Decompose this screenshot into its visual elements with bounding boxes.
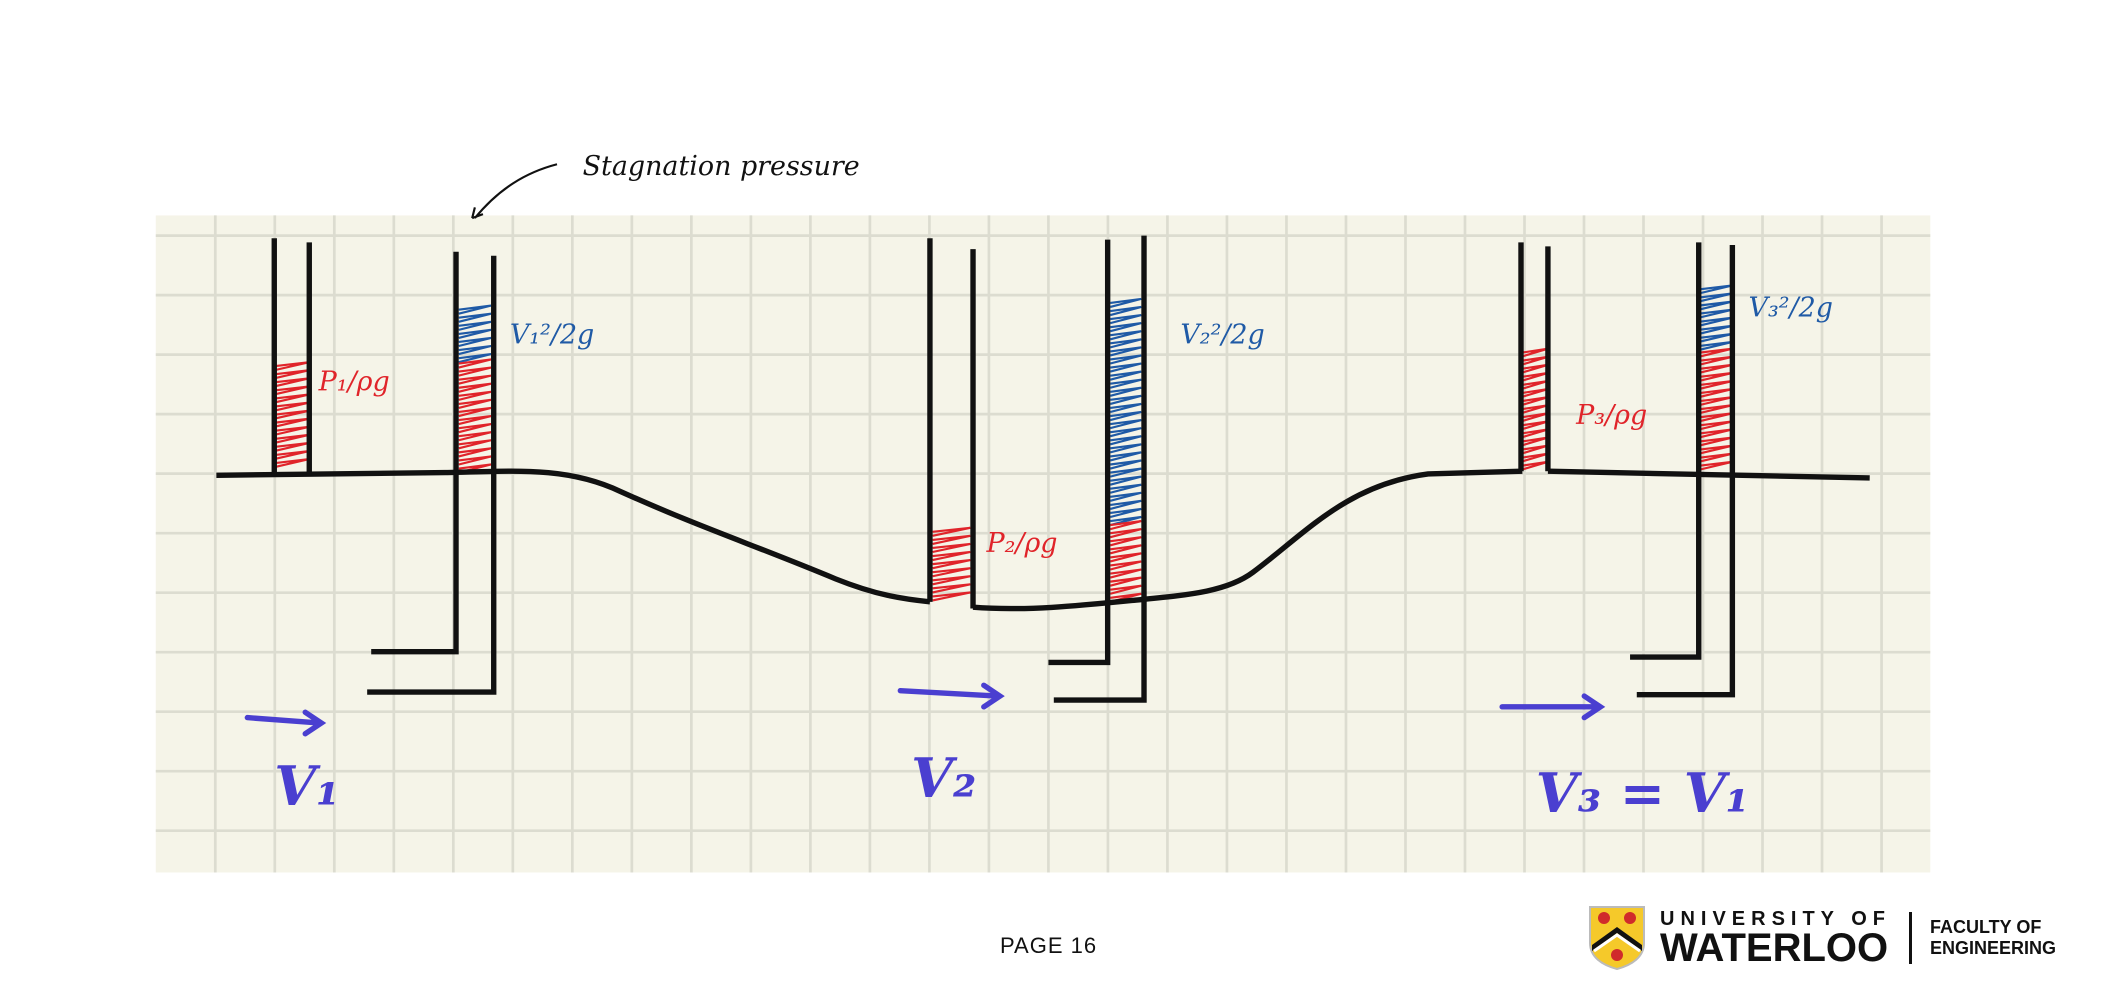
grid-paper — [155, 215, 1931, 873]
university-logo: UNIVERSITY OF WATERLOO FACULTY OF ENGINE… — [1588, 905, 2056, 971]
faculty-line1: FACULTY OF — [1930, 917, 2042, 937]
faculty-line2: ENGINEERING — [1930, 938, 2057, 958]
logo-divider — [1909, 912, 1912, 964]
label-v1-head: V₁²/2g — [510, 319, 594, 350]
annotation-text: Stagnation pressure — [583, 151, 860, 182]
label-v1: V₁ — [274, 754, 339, 818]
label-p1-head: P₁/ρg — [318, 366, 390, 397]
label-v3-head: V₃²/2g — [1749, 292, 1833, 323]
label-v2: V₂ — [911, 746, 976, 810]
pipe-centerline — [216, 468, 1870, 612]
tubes — [271, 235, 1736, 703]
label-v3: V₃ = V₁ — [1536, 761, 1749, 825]
crest-icon — [1589, 906, 1645, 971]
label-p2-head: P₂/ρg — [985, 528, 1057, 559]
page-number: PAGE 16 — [1000, 933, 1098, 958]
label-v2-head: V₂²/2g — [1180, 319, 1264, 350]
velocity-arrows — [244, 682, 1606, 737]
label-p3-head: P₃/ρg — [1575, 400, 1647, 431]
annotation-arrow — [471, 163, 558, 220]
logo-waterloo: WATERLOO — [1660, 926, 1889, 970]
logo-university-of: UNIVERSITY OF — [1660, 908, 1891, 930]
